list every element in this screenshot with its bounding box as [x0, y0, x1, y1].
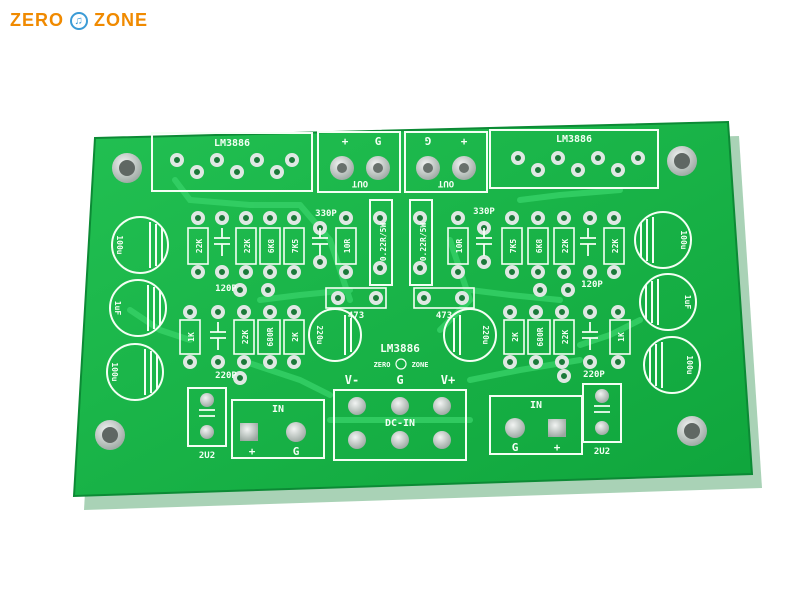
cap-100u-r1: 100u: [679, 230, 688, 249]
in-right-g: G: [512, 441, 519, 454]
cap-330p-left: 330P: [315, 209, 337, 219]
cap-120p-right: 120P: [581, 280, 603, 290]
in-right-plus: +: [554, 441, 561, 454]
mounting-holes: [95, 146, 707, 450]
res-22k-l1: 22K: [195, 239, 204, 254]
cap-1uf-l: 1uF: [113, 301, 122, 316]
brand-text-right: ZONE: [94, 10, 149, 30]
res-1k-l: 1K: [187, 332, 196, 342]
res-2k-r: 2K: [511, 332, 520, 342]
center-brand-right: ZONE: [412, 361, 429, 369]
capacitor-stripes: [144, 217, 663, 395]
res-1k-r: 1K: [617, 332, 626, 342]
res-22k-l2: 22K: [243, 239, 252, 254]
resistor-outline-022-right: [409, 199, 433, 286]
cap-120p-left: 120P: [215, 284, 237, 294]
res-10r-r: 10R: [455, 239, 464, 254]
dcin-outline: [333, 389, 467, 461]
gnd-center-label: G: [396, 373, 403, 387]
brand-logo: ZERO ♫ ZONE: [10, 10, 148, 31]
center-logo-icon: [395, 358, 407, 370]
cap-1uf-r: 1uF: [683, 295, 692, 310]
cap-473-left: 473: [348, 311, 364, 321]
ic-outline-right: [489, 129, 659, 189]
in-right-label: IN: [530, 400, 542, 411]
ic-label-left: LM3886: [214, 138, 250, 149]
dcin-label: DC-IN: [385, 418, 415, 429]
capacitor-symbols: [199, 228, 610, 417]
res-680r-l: 680R: [266, 327, 275, 346]
ic-pins: [170, 151, 645, 179]
out-right-plus: +: [461, 135, 468, 148]
res-6k8-r: 6K8: [535, 239, 544, 254]
res-22k-l3: 22K: [241, 330, 250, 345]
output-terminal-left-outline: [317, 131, 401, 193]
res-22k-r2: 22K: [611, 239, 620, 254]
music-note-icon: ♫: [70, 11, 89, 30]
brand-text-left: ZERO: [10, 10, 65, 30]
cap-473-right: 473: [436, 311, 452, 321]
cap-2u2-left: 2U2: [199, 451, 215, 461]
res-7k5-r: 7K5: [509, 239, 518, 254]
out-left-plus: +: [342, 135, 349, 148]
ic-label-center: LM3886: [380, 342, 420, 355]
ic-label-right: LM3886: [556, 134, 592, 145]
cap-100u-l1: 100u: [115, 235, 124, 254]
cap-100u-r2: 100u: [685, 355, 694, 374]
cap-330p-right: 330P: [473, 207, 495, 217]
res-22k-r3: 22K: [561, 330, 570, 345]
cap-220u-left: 220u: [315, 325, 324, 344]
in-left-plus: +: [249, 445, 256, 458]
res-680r-r: 680R: [536, 327, 545, 346]
cap-220p-right: 220P: [583, 370, 605, 380]
cap-2u2-right: 2U2: [594, 447, 610, 457]
ic-outline-left: [151, 132, 313, 192]
res-022-r: 0.22R/5W: [419, 223, 428, 262]
cap-100u-l2: 100u: [110, 362, 119, 381]
out-right-label: OUT: [437, 178, 454, 188]
input-left-outline: [231, 399, 325, 459]
out-left-label: OUT: [351, 178, 368, 188]
output-terminal-right-outline: [404, 131, 488, 193]
in-left-g: G: [293, 445, 300, 458]
cap-220p-left: 220P: [215, 371, 237, 381]
cap-2u2-left-outline: [187, 387, 227, 447]
component-pads: [183, 211, 625, 385]
res-022-l: 0.22R/5W: [379, 223, 388, 262]
res-7k5-l: 7K5: [291, 239, 300, 254]
resistor-outline-022-left: [369, 199, 393, 286]
res-22k-r1: 22K: [561, 239, 570, 254]
electrolytic-capacitors: [106, 211, 701, 401]
out-left-g: G: [375, 135, 382, 148]
res-10r-l: 10R: [343, 239, 352, 254]
center-brand-left: ZERO: [374, 361, 391, 369]
cap-2u2-right-outline: [582, 383, 622, 443]
resistor-outlines: [179, 227, 631, 355]
res-2k-l: 2K: [291, 332, 300, 342]
res-6k8-l: 6K8: [267, 239, 276, 254]
cap-220u-right: 220u: [481, 325, 490, 344]
vminus-label: V-: [345, 373, 359, 387]
vplus-label: V+: [441, 373, 455, 387]
terminal-pads: [200, 156, 609, 449]
out-right-g: G: [424, 134, 431, 147]
in-left-label: IN: [272, 404, 284, 415]
